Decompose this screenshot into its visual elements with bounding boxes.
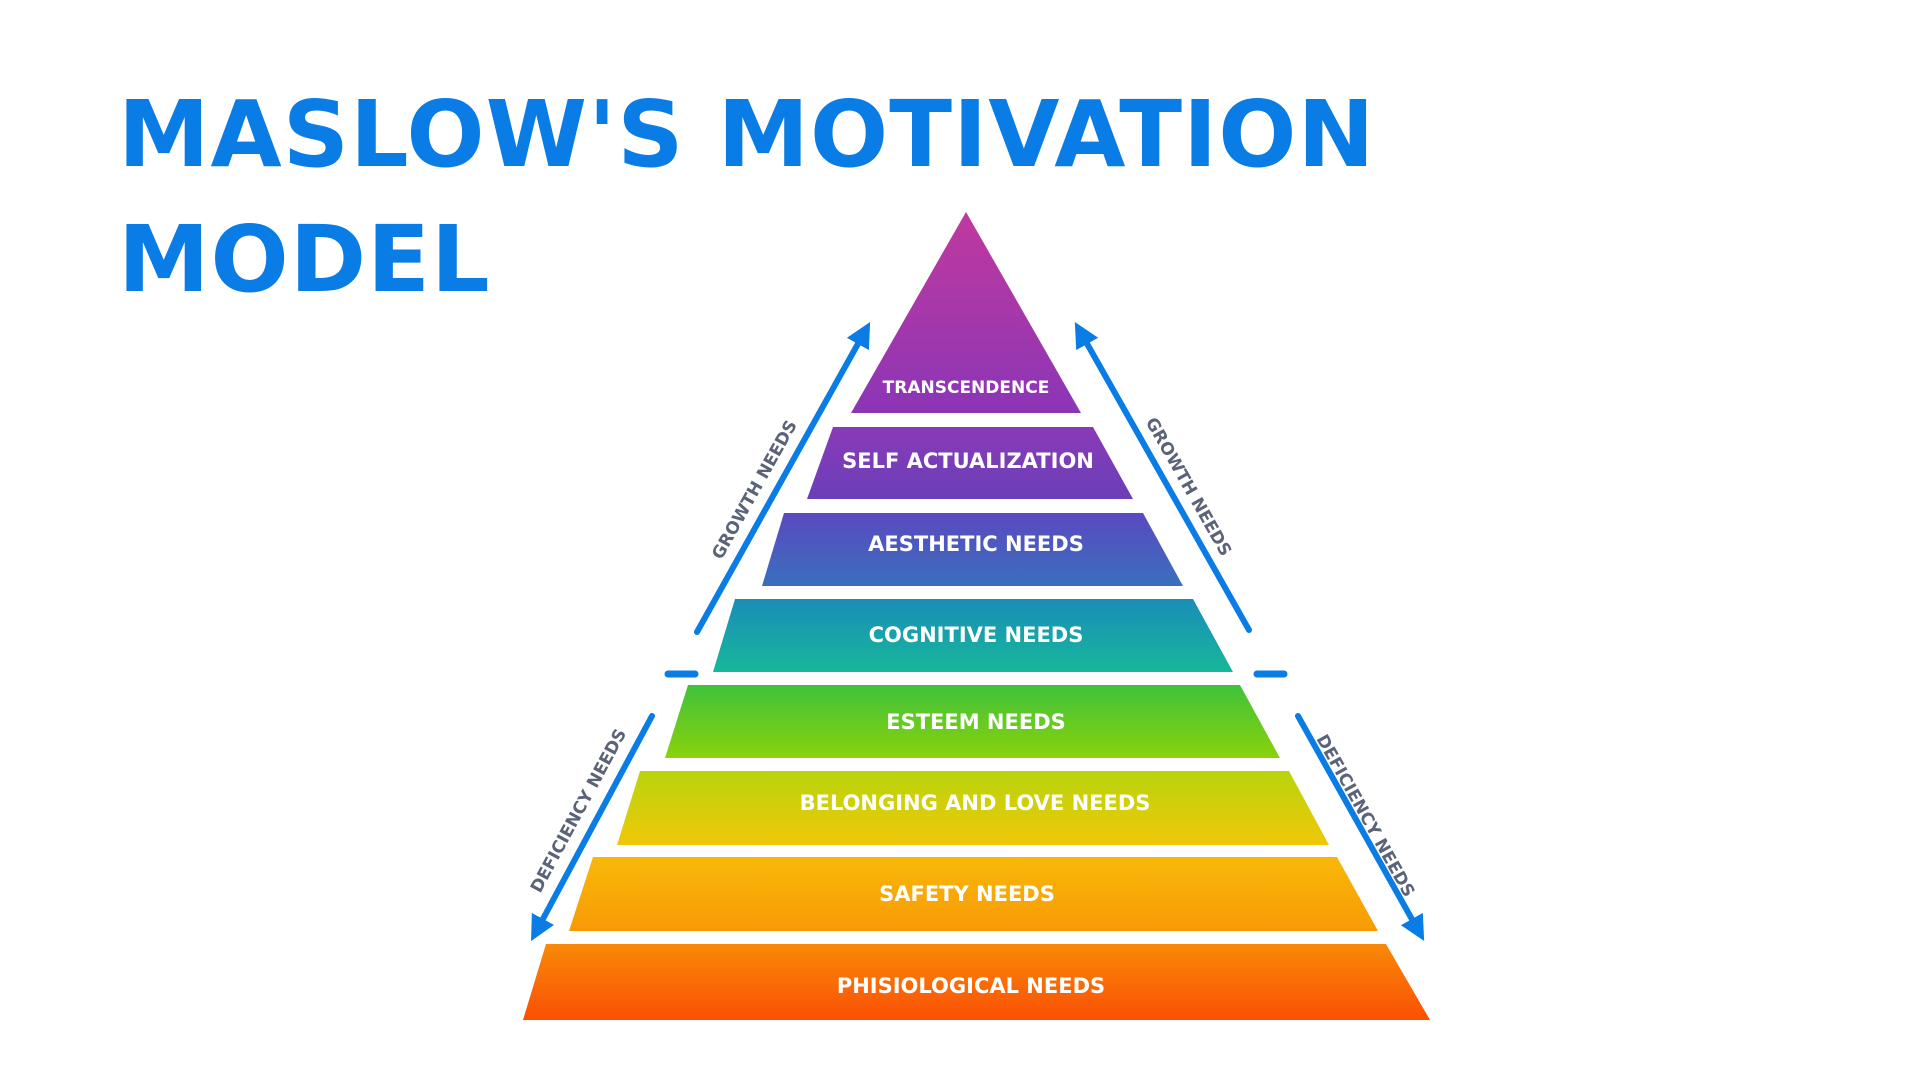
growth-arrow-right [1074, 322, 1252, 633]
tier-shape [762, 513, 1183, 586]
tier-label: SAFETY NEEDS [879, 882, 1055, 906]
tier-safety-needs: SAFETY NEEDS [569, 857, 1378, 931]
tier-label: AESTHETIC NEEDS [868, 532, 1084, 556]
tier-label: ESTEEM NEEDS [886, 710, 1066, 734]
title-line-1: MASLOW'S MOTIVATION [118, 81, 1376, 188]
tier-shape [807, 427, 1133, 499]
tier-aesthetic-needs: AESTHETIC NEEDS [762, 513, 1183, 586]
page-title: MASLOW'S MOTIVATION MODEL [118, 72, 1375, 322]
title-line-2: MODEL [118, 206, 491, 313]
tier-shape [523, 944, 1430, 1020]
tier-transcendence: TRANSCENDENCE [851, 212, 1081, 413]
tier-label: SELF ACTUALIZATION [842, 449, 1094, 473]
tier-belonging-love-needs: BELONGING AND LOVE NEEDS [617, 771, 1329, 845]
tier-shape [851, 212, 1081, 413]
tier-label: TRANSCENDENCE [883, 378, 1050, 398]
tier-label: PHISIOLOGICAL NEEDS [837, 974, 1105, 998]
tier-esteem-needs: ESTEEM NEEDS [665, 685, 1280, 758]
tier-shape [569, 857, 1378, 931]
tier-cognitive-needs: COGNITIVE NEEDS [713, 599, 1233, 672]
tier-physiological-needs: PHISIOLOGICAL NEEDS [523, 944, 1430, 1020]
growth-arrow-left [694, 321, 871, 635]
tier-shape [713, 599, 1233, 672]
tier-label: COGNITIVE NEEDS [869, 623, 1084, 647]
tier-self-actualization: SELF ACTUALIZATION [807, 427, 1133, 499]
tier-shape [617, 771, 1329, 845]
deficiency-arrow-right [1295, 713, 1425, 941]
deficiency-arrow-left [531, 713, 655, 942]
tier-shape [665, 685, 1280, 758]
tier-label: BELONGING AND LOVE NEEDS [800, 791, 1151, 815]
